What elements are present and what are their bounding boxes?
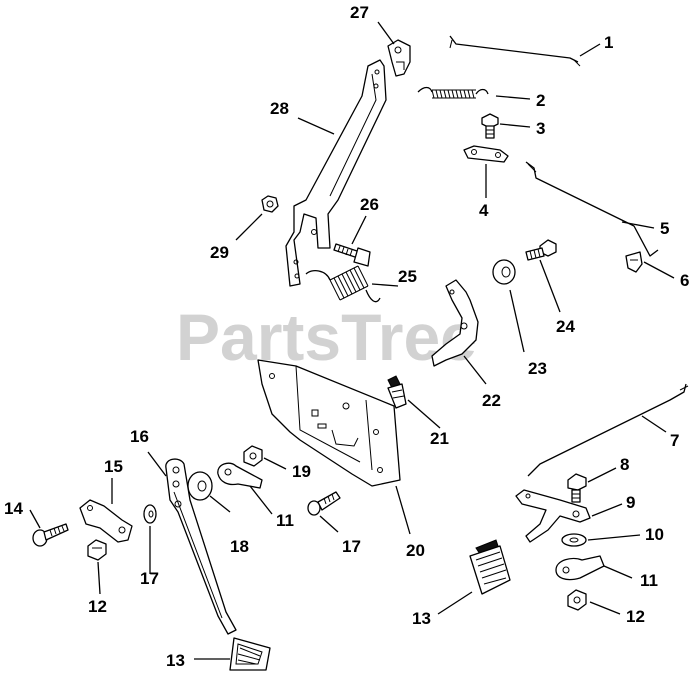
callout-11-right: 11 xyxy=(640,571,658,590)
callout-12-right: 12 xyxy=(626,607,645,626)
callout-29: 29 xyxy=(210,243,229,262)
callout-24: 24 xyxy=(556,317,575,336)
part-7-rod xyxy=(527,383,689,477)
part-14-bolt xyxy=(32,523,69,547)
callout-2: 2 xyxy=(536,91,545,110)
callout-21: 21 xyxy=(430,429,449,448)
callout-4: 4 xyxy=(479,201,489,220)
part-6-push-nut xyxy=(625,251,643,273)
callout-13-right: 13 xyxy=(412,609,431,628)
part-25-spring xyxy=(305,265,381,303)
part-15-bracket xyxy=(79,499,133,543)
callout-22: 22 xyxy=(482,391,501,410)
callout-27: 27 xyxy=(350,3,369,22)
part-22-bracket xyxy=(431,279,479,367)
part-17-left-washer xyxy=(143,504,157,524)
part-21-switch xyxy=(387,375,407,409)
callout-10: 10 xyxy=(645,525,664,544)
callout-5: 5 xyxy=(660,219,669,238)
part-12-left-nut xyxy=(87,539,107,561)
leader-lines xyxy=(29,21,675,660)
callout-9: 9 xyxy=(626,493,635,512)
part-29-nut xyxy=(261,195,279,213)
part-8-bolt xyxy=(567,473,587,503)
part-19-nut xyxy=(243,445,263,467)
callout-3: 3 xyxy=(536,119,545,138)
callout-28: 28 xyxy=(270,99,289,118)
callout-labels: 1 2 3 4 5 6 7 8 9 10 11 12 13 13 12 17 1… xyxy=(4,3,689,670)
watermark-text: PartsTree xyxy=(176,300,477,374)
part-13-left-pedal-pad xyxy=(229,637,271,671)
callout-19: 19 xyxy=(292,462,311,481)
part-26-bolt xyxy=(333,243,371,267)
callout-15: 15 xyxy=(104,457,123,476)
part-20-mounting-plate xyxy=(257,359,401,487)
part-1-rod xyxy=(449,35,581,67)
part-27-clip xyxy=(387,39,411,77)
part-5-rod xyxy=(525,161,659,257)
callout-17-left: 17 xyxy=(140,569,159,588)
callout-12-left: 12 xyxy=(88,597,107,616)
callout-20: 20 xyxy=(406,541,425,560)
callout-23: 23 xyxy=(528,359,547,378)
part-3-bolt xyxy=(481,113,499,139)
part-18-washer xyxy=(187,471,213,501)
callout-13-left: 13 xyxy=(166,651,185,670)
callout-6: 6 xyxy=(680,271,689,290)
callout-25: 25 xyxy=(398,267,417,286)
part-11-right-link xyxy=(555,555,605,581)
part-16-pedal-arm xyxy=(165,458,237,635)
part-17-center-bolt xyxy=(307,491,341,516)
part-4-bracket xyxy=(463,145,509,163)
callout-26: 26 xyxy=(360,195,379,214)
callout-17-center: 17 xyxy=(342,537,361,556)
callout-14: 14 xyxy=(4,499,23,518)
part-12-right-nut xyxy=(567,589,587,611)
part-2-spring xyxy=(417,86,489,99)
part-24-bolt xyxy=(525,239,557,261)
callout-7: 7 xyxy=(670,431,679,450)
callout-11-left: 11 xyxy=(276,511,294,530)
callout-18: 18 xyxy=(230,537,249,556)
part-13-right-pedal-pad xyxy=(469,539,511,595)
part-28-control-lever xyxy=(285,59,387,287)
part-10-washer xyxy=(561,533,587,547)
part-23-washer xyxy=(492,259,516,285)
callout-8: 8 xyxy=(620,455,629,474)
part-9-lever xyxy=(515,489,591,543)
callout-1: 1 xyxy=(604,33,613,52)
callout-16: 16 xyxy=(130,427,149,446)
part-11-left-link xyxy=(217,462,263,489)
